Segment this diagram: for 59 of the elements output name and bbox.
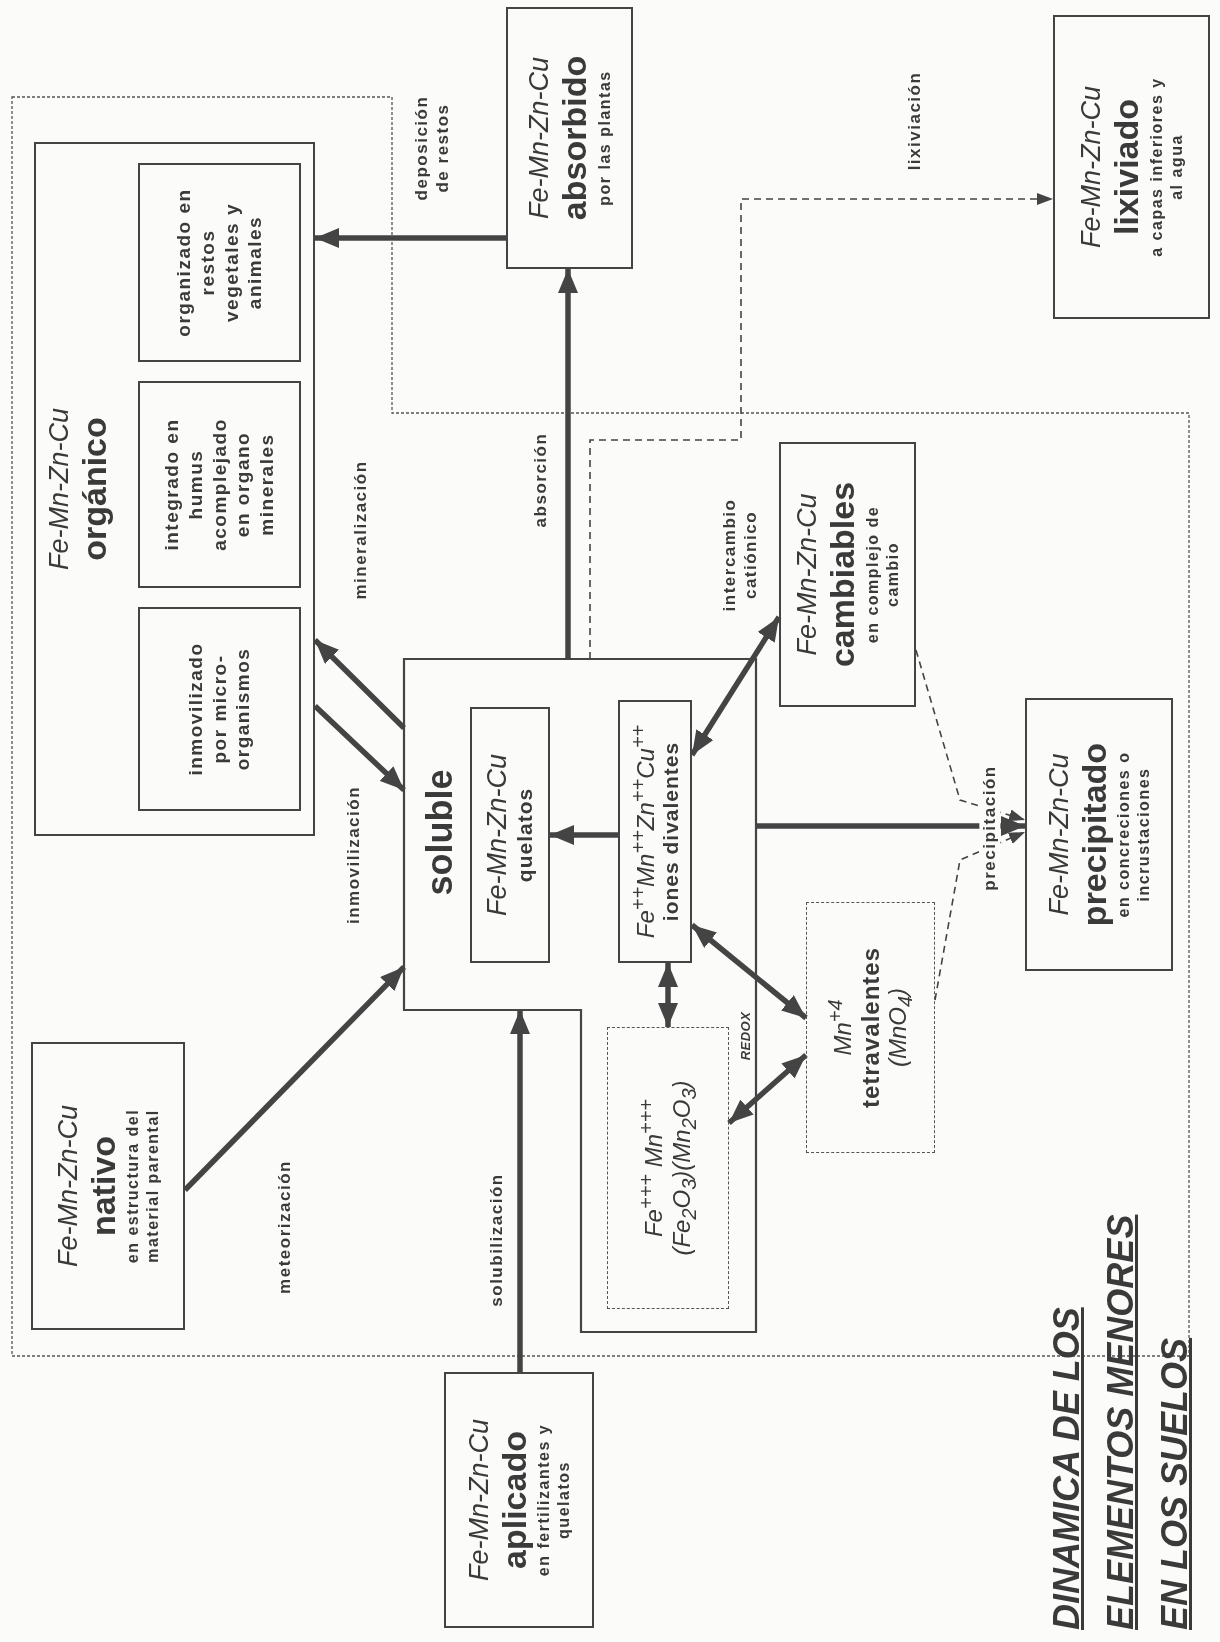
state-box (138, 163, 301, 362)
arrow (690, 922, 808, 1021)
arrow (183, 965, 406, 1192)
state-box (470, 707, 550, 963)
arrow (313, 704, 406, 792)
box-text: inmovilizado por micro-organismos (183, 641, 255, 778)
box-title: lixiviado (1107, 98, 1147, 236)
arrow (550, 825, 618, 845)
arrow (934, 831, 1026, 1001)
box-subtitle: a capas inferiores y al agua (1146, 76, 1186, 259)
box-title: cambiables (823, 481, 863, 668)
arrow (915, 649, 1026, 822)
arrow (315, 228, 506, 248)
box-title: aplicado (494, 1431, 534, 1569)
box-subtitle: en concreciones o incrustaciones (1114, 750, 1154, 920)
box-heading: Fe-Mn-Zn-Cu (52, 1105, 84, 1267)
arrow (313, 638, 406, 730)
box-subtitle: por las plantas (594, 70, 614, 206)
arrow (558, 269, 578, 659)
box-heading: Fe-Mn-Zn-Cu (463, 1419, 495, 1581)
state-box (138, 607, 301, 811)
state-box (779, 442, 916, 707)
arrow (589, 193, 1054, 660)
state-box (31, 1042, 185, 1330)
box-subtitle: en fertilizantes y quelatos (534, 1422, 574, 1579)
box-subtitle: en estructura del material parental (123, 1107, 163, 1266)
box-heading: Fe-Mn-Zn-Cu (1076, 86, 1108, 248)
state-box (618, 700, 692, 963)
box-title: quelatos (513, 787, 538, 883)
group-region (404, 659, 756, 1332)
box-text: integrado en humus acomplejado en organo minerales (160, 417, 279, 553)
arrow (689, 615, 782, 757)
state-box (1053, 15, 1210, 319)
box-title: soluble (419, 769, 461, 896)
arrow (510, 1010, 530, 1372)
box-heading: Fe-Mn-Zn-Cu (792, 493, 824, 656)
box-title: nativo (83, 1135, 123, 1237)
box-title: precipitado (1074, 742, 1114, 927)
state-box (138, 381, 301, 588)
title: DINAMICA DE LOS ELEMENTOS MENORES EN LOS SUELOS (1045, 1213, 1196, 1630)
arrow (727, 1052, 808, 1126)
group-box (34, 142, 315, 836)
box-title: absorbido (555, 55, 595, 221)
box-title: tetravalentes (856, 946, 885, 1109)
state-box (607, 1027, 729, 1309)
box-text: organizado en restos vegetales y animales (172, 187, 267, 338)
state-box (806, 902, 935, 1153)
arrow (658, 963, 678, 1027)
box-title: iones divalentes (659, 741, 684, 922)
box-heading: Fe-Mn-Zn-Cu (524, 57, 556, 219)
state-box (1025, 698, 1173, 971)
box-heading: Fe-Mn-Zn-Cu (1043, 753, 1075, 916)
box-heading: Fe-Mn-Zn-Cu (482, 754, 514, 916)
state-box (444, 1372, 594, 1628)
box-title: orgánico (75, 417, 115, 561)
box-heading: Fe-Mn-Zn-Cu (44, 408, 75, 570)
box-subtitle: en complejo de cambio (862, 504, 902, 646)
state-box (506, 7, 633, 269)
arrow (756, 816, 1025, 836)
